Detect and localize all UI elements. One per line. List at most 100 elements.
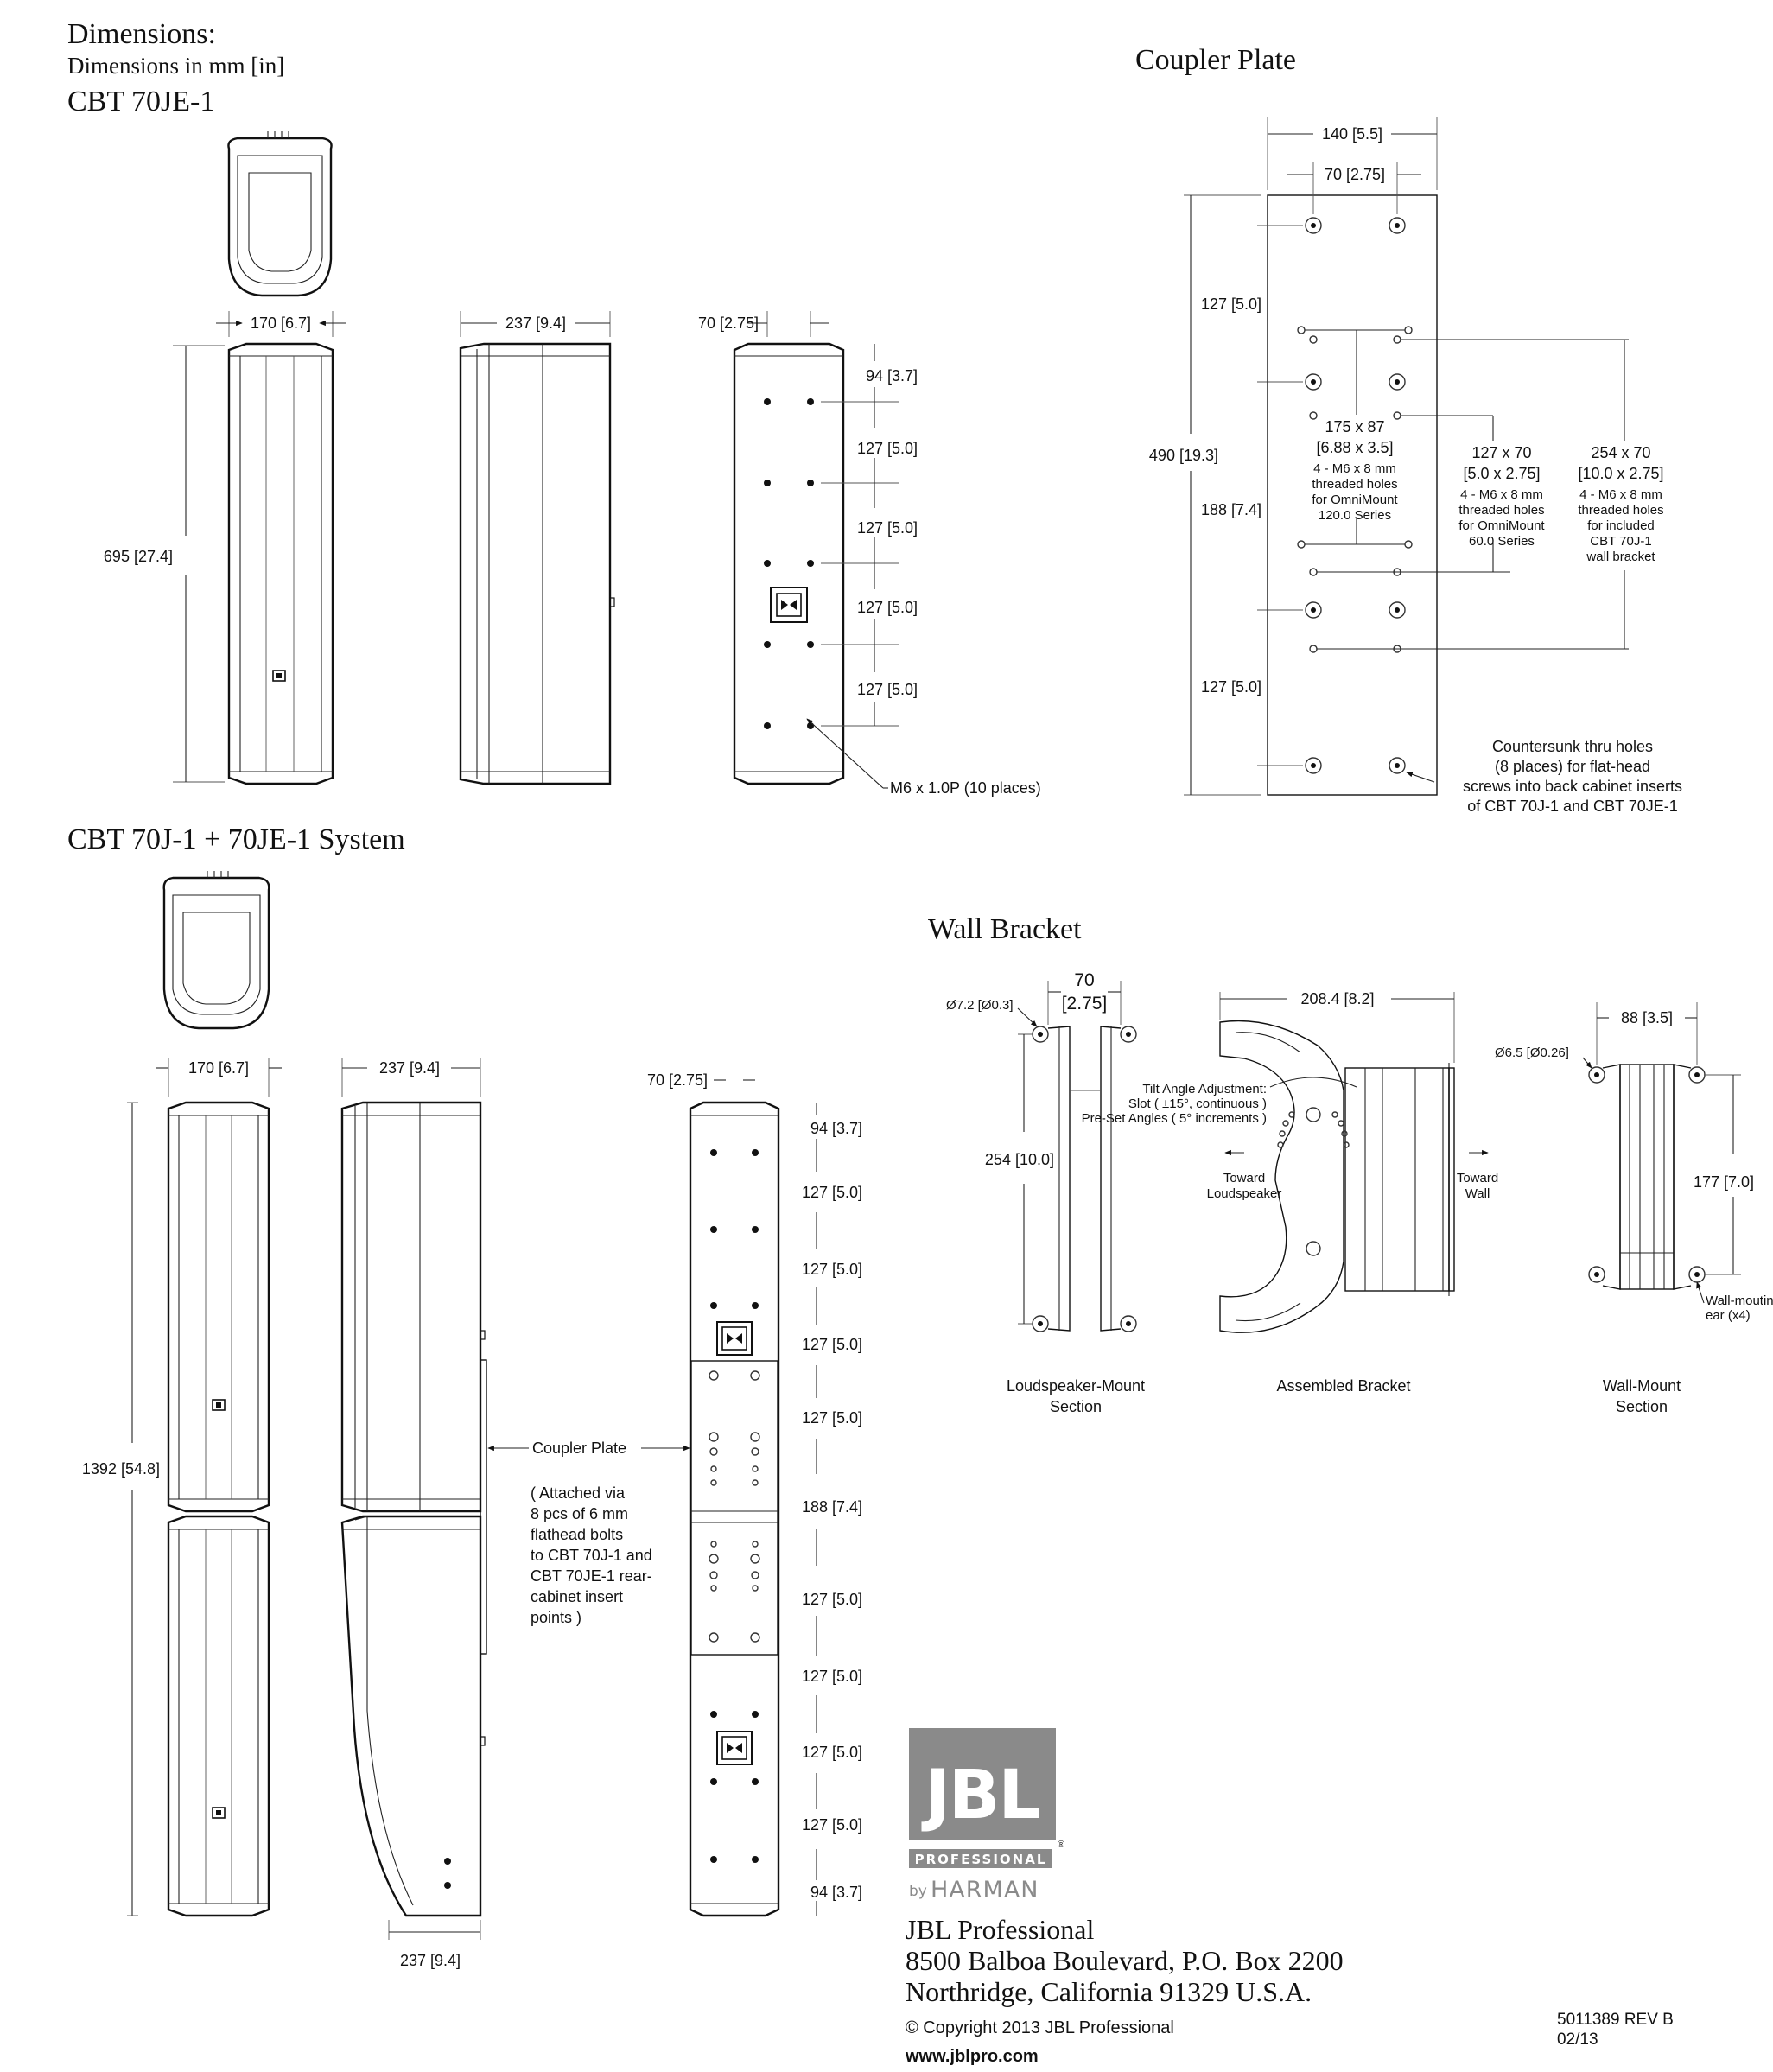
address-line-2: Northridge, California 91329 U.S.A. [906,1976,1312,2007]
countersunk-line: screws into back cabinet inserts [1463,778,1682,795]
pattern-c-line: wall bracket [1586,550,1655,564]
professional-wordmark: PROFESSIONAL [915,1852,1047,1867]
coupler-dim-width-inner: 70 [2.75] [1287,162,1421,214]
lm-dim-height-254: 254 [10.0] [985,1033,1054,1325]
cbt70je1-front-view [227,342,334,785]
dim-height-695: 695 [27.4] [104,345,225,783]
tilt-slot: Slot ( ±15°, continuous ) [1128,1096,1267,1111]
system-side-view [340,1101,487,1917]
countersunk-line: (8 places) for flat-head [1495,758,1650,775]
dim-label: 237 [9.4] [505,315,566,332]
dim-label: Ø6.5 [Ø0.26] [1495,1046,1569,1060]
toward-wall-label: Toward [1457,1171,1498,1185]
system-coupler-callout: Coupler Plate ( Attached via 8 pcs of 6 … [487,1440,690,1626]
dim-label: 127 [5.0] [802,1261,862,1278]
direction-labels: Toward Loudspeaker Toward Wall [1207,1149,1498,1201]
pattern-a-line: for OmniMount [1312,493,1398,507]
wall-mount-section [1588,1064,1706,1290]
ear-note: Wall-mouting [1706,1293,1773,1308]
pattern-b-line: threaded holes [1458,503,1544,518]
pattern-c-line: threaded holes [1578,503,1663,518]
doc-number: 5011389 REV B [1557,2011,1674,2029]
pattern-b-size-in: [5.0 x 2.75] [1463,465,1540,482]
wm-dim-hole-diameter: Ø6.5 [Ø0.26] [1495,1046,1592,1069]
units-subtitle: Dimensions in mm [in] [67,53,284,79]
dim-rear-width-70: 70 [2.75] [698,311,829,337]
dim-label: [2.75] [1062,994,1108,1014]
caption-wall-mount: Section [1616,1398,1668,1415]
coupler-dim-width-outer: 140 [5.5] [1267,117,1438,190]
dim-label: 237 [9.4] [379,1059,440,1077]
caption-loudspeaker-mount: Loudspeaker-Mount [1007,1377,1145,1395]
pattern-c-line: for included [1587,518,1655,533]
toward-loudspeaker-label: Toward [1223,1171,1265,1185]
toward-loudspeaker-label: Loudspeaker [1207,1186,1282,1201]
countersunk-line: of CBT 70J-1 and CBT 70JE-1 [1467,798,1677,815]
dim-label: 127 [5.0] [802,1668,862,1685]
dim-label: 127 [5.0] [802,1744,862,1761]
coupler-pattern-a-note: 175 x 87 [6.88 x 3.5] 4 - M6 x 8 mm thre… [1312,418,1398,523]
assembled-dim-width: 208.4 [8.2] [1219,990,1455,1063]
wall-bracket-captions: Loudspeaker-Mount Section Assembled Brac… [1007,1377,1681,1415]
cbt70je1-rear-view [733,342,845,785]
dim-label: 188 [7.4] [802,1498,862,1516]
countersunk-callout: Countersunk thru holes (8 places) for fl… [1406,738,1682,815]
pattern-b-line: 4 - M6 x 8 mm [1460,487,1543,502]
pattern-c-line: 4 - M6 x 8 mm [1579,487,1662,502]
system-dim-width-front: 170 [6.7] [156,1058,282,1097]
model-label-cbt70je1: CBT 70JE-1 [67,86,214,118]
dim-label: 127 [5.0] [802,1336,862,1353]
coupler-note-line: cabinet insert [531,1588,623,1605]
system-dim-height: 1392 [54.8] [82,1102,160,1916]
system-dim-rear-width: 70 [2.75] [647,1071,755,1089]
dim-label: 127 [5.0] [857,519,918,537]
system-top-view [162,871,270,1030]
dim-label: 208.4 [8.2] [1300,990,1374,1007]
doc-date: 02/13 [1557,2031,1598,2049]
dim-label: 88 [3.5] [1621,1009,1673,1026]
dim-label: 127 [5.0] [802,1184,862,1201]
dim-label: 127 [5.0] [802,1591,862,1608]
footer-address-block: JBL Professional 8500 Balboa Boulevard, … [905,1914,1344,2066]
website-link[interactable]: www.jblpro.com [905,2047,1039,2066]
coupler-plate-drawing [1267,194,1629,796]
coupler-callout-label: Coupler Plate [532,1440,626,1457]
coupler-note-line: 8 pcs of 6 mm [531,1505,628,1522]
dim-label: 70 [1074,970,1094,990]
dim-label: 127 [5.0] [1201,296,1261,313]
document-id: 5011389 REV B 02/13 [1557,2011,1674,2049]
dim-label: 94 [3.7] [810,1884,862,1901]
by-label: by [909,1883,927,1900]
dim-label: 127 [5.0] [857,440,918,457]
dim-label: 127 [5.0] [857,681,918,698]
dim-label: 127 [5.0] [857,599,918,616]
cbt70je1-top-view [227,131,333,297]
system-dim-depth-bottom: 237 [9.4] [388,1920,481,1969]
jbl-professional-logo: JBL PROFESSIONAL ® by HARMAN [909,1728,1064,1904]
wm-ear-callout: Wall-mouting ear (x4) [1696,1281,1773,1323]
dim-depth-237: 237 [9.4] [460,311,611,337]
dim-label: 1392 [54.8] [82,1460,160,1478]
coupler-note-line: to CBT 70J-1 and [531,1547,652,1564]
wm-dim-height-177: 177 [7.0] [1694,1074,1754,1275]
dim-width-front-170: 170 [6.7] [216,311,346,337]
dim-rear-spacings: 94 [3.7] 127 [5.0] 127 [5.0] 127 [5.0] 1… [821,344,918,727]
dim-label: 127 [5.0] [802,1409,862,1427]
dim-label: 127 [5.0] [1201,678,1261,696]
dim-label: Ø7.2 [Ø0.3] [946,998,1014,1013]
dim-label: 188 [7.4] [1201,501,1261,518]
lm-dim-hole-diameter: Ø7.2 [Ø0.3] [946,998,1038,1027]
dim-label: 170 [6.7] [251,315,311,332]
dim-label: 695 [27.4] [104,548,173,565]
system-front-view [167,1101,270,1917]
address-line-1: 8500 Balboa Boulevard, P.O. Box 2200 [906,1945,1344,1976]
dim-label: 490 [19.3] [1149,447,1218,464]
coupler-note-line: ( Attached via [531,1484,626,1502]
registered-mark: ® [1058,1840,1064,1850]
tilt-title: Tilt Angle Adjustment: [1142,1082,1267,1096]
ear-note: ear (x4) [1706,1308,1751,1323]
page-title: Dimensions: [67,18,216,50]
system-dim-depth-top: 237 [9.4] [341,1058,481,1097]
pattern-c-size-in: [10.0 x 2.75] [1578,465,1663,482]
